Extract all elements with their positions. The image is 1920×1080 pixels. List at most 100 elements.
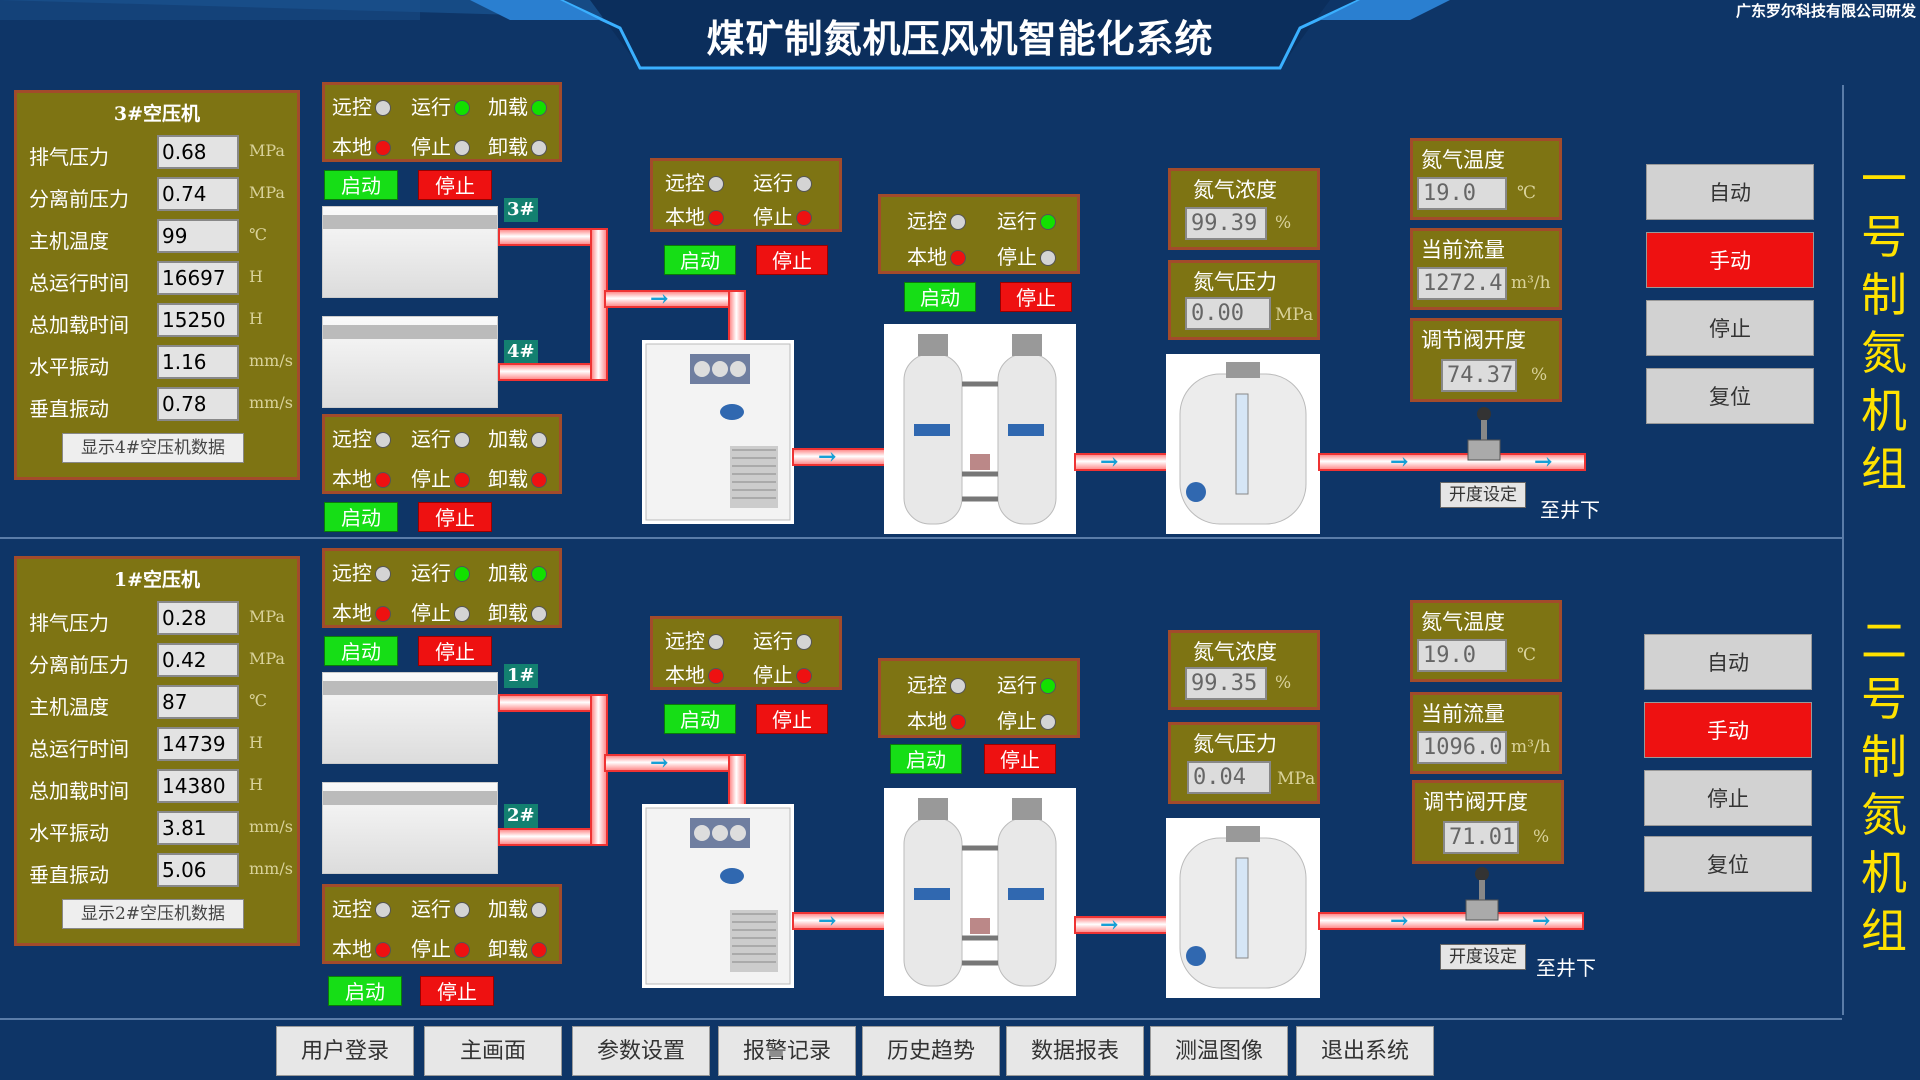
- led-icon: [454, 942, 470, 958]
- local-indicator: 本地: [332, 463, 391, 492]
- valve-set-button[interactable]: 开度设定: [1440, 944, 1526, 970]
- pipe: [1320, 455, 1584, 469]
- nav-alarm-records[interactable]: 报警记录: [718, 1026, 856, 1076]
- nav-main-screen[interactable]: 主画面: [424, 1026, 562, 1076]
- regulating-valve-icon[interactable]: [1458, 866, 1506, 926]
- show-compressor-2-button[interactable]: 显示2#空压机数据: [62, 899, 244, 929]
- pipe: [1076, 455, 1168, 469]
- stop-indicator: 停止: [997, 241, 1056, 270]
- local-indicator: 本地: [665, 659, 724, 688]
- led-icon: [375, 100, 391, 116]
- run-indicator: 运行: [997, 205, 1056, 234]
- row-unit: MPa: [249, 141, 285, 160]
- row-value: 5.06: [157, 853, 239, 887]
- nitrogen-generator-image: [884, 324, 1076, 534]
- auto-mode-button[interactable]: 自动: [1644, 634, 1812, 690]
- row-label: 总加载时间: [29, 779, 129, 803]
- valve-set-button[interactable]: 开度设定: [1440, 482, 1526, 508]
- manual-mode-button[interactable]: 手动: [1646, 232, 1814, 288]
- generator-start-button[interactable]: 启动: [904, 282, 976, 312]
- n2-concentration-unit: %: [1275, 673, 1292, 693]
- stop-mode-button[interactable]: 停止: [1644, 770, 1812, 826]
- compressor-4-stop-button[interactable]: 停止: [418, 502, 492, 532]
- row-value: 99: [157, 219, 239, 253]
- n2-temperature-box: 氮气温度 19.0 ℃: [1410, 600, 1562, 682]
- nitrogen-generator-image: [884, 788, 1076, 996]
- pipe: [1076, 918, 1168, 932]
- generator-stop-button[interactable]: 停止: [984, 744, 1056, 774]
- led-icon: [531, 902, 547, 918]
- row-value: 0.28: [157, 601, 239, 635]
- generator-status: 远控 运行 本地 停止: [878, 194, 1080, 274]
- dryer-stop-button[interactable]: 停止: [756, 245, 828, 275]
- n2-pressure-box: 氮气压力 0.00 MPa: [1168, 260, 1320, 340]
- compressor-panel-title: 1#空压机: [113, 569, 201, 591]
- stop-mode-button[interactable]: 停止: [1646, 300, 1814, 356]
- nav-user-login[interactable]: 用户登录: [276, 1026, 414, 1076]
- compressor-tag: 3#: [504, 198, 538, 222]
- valve-opening-unit: %: [1531, 365, 1548, 385]
- flow-label: 当前流量: [1421, 238, 1505, 262]
- led-icon: [708, 634, 724, 650]
- auto-mode-button[interactable]: 自动: [1646, 164, 1814, 220]
- compressor-2-start-button[interactable]: 启动: [328, 976, 402, 1006]
- compressor-2-stop-button[interactable]: 停止: [420, 976, 494, 1006]
- compressor-2-image: [322, 782, 498, 874]
- remote-indicator: 远控: [907, 205, 966, 234]
- compressor-4-start-button[interactable]: 启动: [324, 502, 398, 532]
- n2-temperature-unit: ℃: [1517, 645, 1537, 665]
- pipe: [500, 696, 600, 710]
- compressor-3-start-button[interactable]: 启动: [324, 170, 398, 200]
- led-icon: [950, 250, 966, 266]
- n2-temperature-value: 19.0: [1417, 177, 1507, 210]
- nav-exit-system[interactable]: 退出系统: [1296, 1026, 1434, 1076]
- generator-status: 远控 运行 本地 停止: [878, 658, 1080, 738]
- compressor-3-stop-button[interactable]: 停止: [418, 170, 492, 200]
- led-icon: [796, 634, 812, 650]
- flow-unit: m³/h: [1511, 737, 1551, 757]
- row-label: 分离前压力: [29, 653, 129, 677]
- reset-button[interactable]: 复位: [1646, 368, 1814, 424]
- reset-button[interactable]: 复位: [1644, 836, 1812, 892]
- nav-history-trend[interactable]: 历史趋势: [862, 1026, 1000, 1076]
- n2-concentration-label: 氮气浓度: [1193, 178, 1277, 202]
- led-icon: [1040, 214, 1056, 230]
- page-title: 煤矿制氮机压风机智能化系统: [706, 17, 1214, 61]
- led-icon: [531, 100, 547, 116]
- run-indicator: 运行: [411, 91, 470, 120]
- generator-start-button[interactable]: 启动: [890, 744, 962, 774]
- stop-indicator: 停止: [753, 659, 812, 688]
- show-compressor-4-button[interactable]: 显示4#空压机数据: [62, 433, 244, 463]
- manual-mode-button[interactable]: 手动: [1644, 702, 1812, 758]
- n2-concentration-unit: %: [1275, 213, 1292, 233]
- destination-label: 至井下: [1536, 956, 1596, 980]
- dryer-start-button[interactable]: 启动: [664, 245, 736, 275]
- row-label: 垂直振动: [29, 863, 109, 887]
- nav-thermal-image[interactable]: 测温图像: [1150, 1026, 1288, 1076]
- regulating-valve-icon[interactable]: [1460, 406, 1508, 466]
- remote-indicator: 远控: [665, 167, 724, 196]
- compressor-1-start-button[interactable]: 启动: [324, 636, 398, 666]
- row-value: 15250: [157, 303, 239, 337]
- local-indicator: 本地: [332, 597, 391, 626]
- compressor-1-stop-button[interactable]: 停止: [418, 636, 492, 666]
- load-indicator: 加载: [488, 91, 547, 120]
- led-icon: [531, 606, 547, 622]
- n2-temperature-value: 19.0: [1417, 639, 1507, 672]
- dryer-start-button[interactable]: 启动: [664, 704, 736, 734]
- nav-data-report[interactable]: 数据报表: [1006, 1026, 1144, 1076]
- valve-opening-value: 74.37: [1441, 359, 1517, 392]
- stop-indicator: 停止: [411, 463, 470, 492]
- compressor-tag: 1#: [504, 664, 538, 688]
- led-icon: [375, 942, 391, 958]
- flow-arrow-icon: →: [818, 908, 837, 934]
- generator-stop-button[interactable]: 停止: [1000, 282, 1072, 312]
- nav-parameter-settings[interactable]: 参数设置: [572, 1026, 710, 1076]
- dryer-stop-button[interactable]: 停止: [756, 704, 828, 734]
